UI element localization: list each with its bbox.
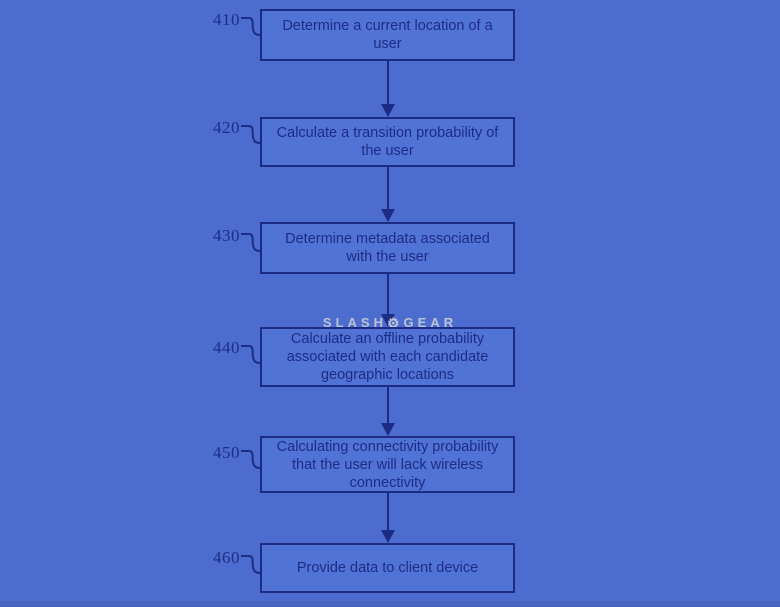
flow-box-text: Determine metadata associated with the u… <box>285 231 490 265</box>
lead-line <box>241 345 262 364</box>
lead-line <box>241 555 262 574</box>
step-ref-440: 440 <box>204 338 262 368</box>
arrow-head-icon <box>381 314 395 327</box>
step-ref-410: 410 <box>204 10 262 40</box>
flow-box-450: Calculating connectivity probability tha… <box>260 436 515 493</box>
flow-box-text: Calculating connectivity probability tha… <box>276 438 499 491</box>
step-ref-420: 420 <box>204 118 262 148</box>
arrow-shaft <box>387 274 389 315</box>
arrow-head-icon <box>381 423 395 436</box>
arrow-head-icon <box>381 104 395 117</box>
step-ref-450: 450 <box>204 443 262 473</box>
arrow-shaft <box>387 493 389 531</box>
arrow-shaft <box>387 61 389 105</box>
arrow-head-icon <box>381 530 395 543</box>
flow-box-text: Calculate a transition probability of th… <box>276 125 499 159</box>
step-ref-number: 410 <box>213 10 240 29</box>
flow-arrow <box>380 167 396 222</box>
flow-arrow <box>380 61 396 117</box>
lead-line <box>241 450 262 469</box>
bottom-edge-band <box>0 601 780 607</box>
flow-box-440: Calculate an offline probability associa… <box>260 327 515 387</box>
flow-box-text: Provide data to client device <box>296 560 479 576</box>
arrow-shaft <box>387 387 389 424</box>
step-ref-number: 440 <box>213 338 240 357</box>
step-ref-number: 430 <box>213 226 240 245</box>
lead-line <box>241 17 262 36</box>
lead-line <box>241 233 262 252</box>
step-ref-number: 460 <box>213 548 240 567</box>
step-ref-460: 460 <box>204 548 262 578</box>
flow-arrow <box>380 274 396 327</box>
flow-box-text: Determine a current location of a user <box>282 18 493 52</box>
arrow-shaft <box>387 167 389 210</box>
flow-box-420: Calculate a transition probability of th… <box>260 117 515 167</box>
step-ref-430: 430 <box>204 226 262 256</box>
flow-box-text: Calculate an offline probability associa… <box>286 331 489 383</box>
step-ref-number: 420 <box>213 118 240 137</box>
flow-box-460: Provide data to client device <box>260 543 515 593</box>
arrow-head-icon <box>381 209 395 222</box>
lead-line <box>241 125 262 144</box>
flow-box-410: Determine a current location of a user <box>260 9 515 61</box>
flow-arrow <box>380 493 396 543</box>
flow-arrow <box>380 387 396 436</box>
step-ref-number: 450 <box>213 443 240 462</box>
flow-box-430: Determine metadata associated with the u… <box>260 222 515 274</box>
